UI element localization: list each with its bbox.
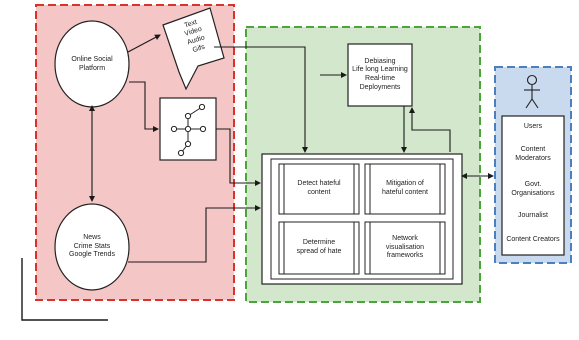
debiasing-box xyxy=(347,43,413,107)
debiasing-label: Debiasing Life long Learning Real-time D… xyxy=(352,57,408,91)
modules-inner-frame xyxy=(270,158,454,280)
role-content-creators: Content Creators xyxy=(506,235,560,243)
connectors xyxy=(21,34,494,321)
spread-module-label: Determine spread of hate xyxy=(296,239,342,255)
network-module-label: Network visualisation frameworks xyxy=(385,235,425,260)
detect-module-label: Detect hateful content xyxy=(297,180,341,196)
graph-network-icon xyxy=(170,103,207,157)
media-types-callout xyxy=(162,7,225,91)
user-actor-icon xyxy=(524,74,540,109)
role-govt-organisations: Govt. Organisations xyxy=(511,181,555,197)
mitigation-module-label: Mitigation of hateful content xyxy=(382,180,428,196)
news-sources-label: News Crime Stats Google Trends xyxy=(69,234,115,259)
news-sources-node xyxy=(54,203,130,291)
social-platform-label: Online Social Platform xyxy=(71,56,113,72)
role-users: Users xyxy=(523,122,543,130)
module-frames xyxy=(278,163,446,275)
role-content-moderators: Content Moderators xyxy=(515,146,551,162)
stakeholders-box xyxy=(501,115,565,256)
role-journalist: Journalist xyxy=(518,211,548,219)
